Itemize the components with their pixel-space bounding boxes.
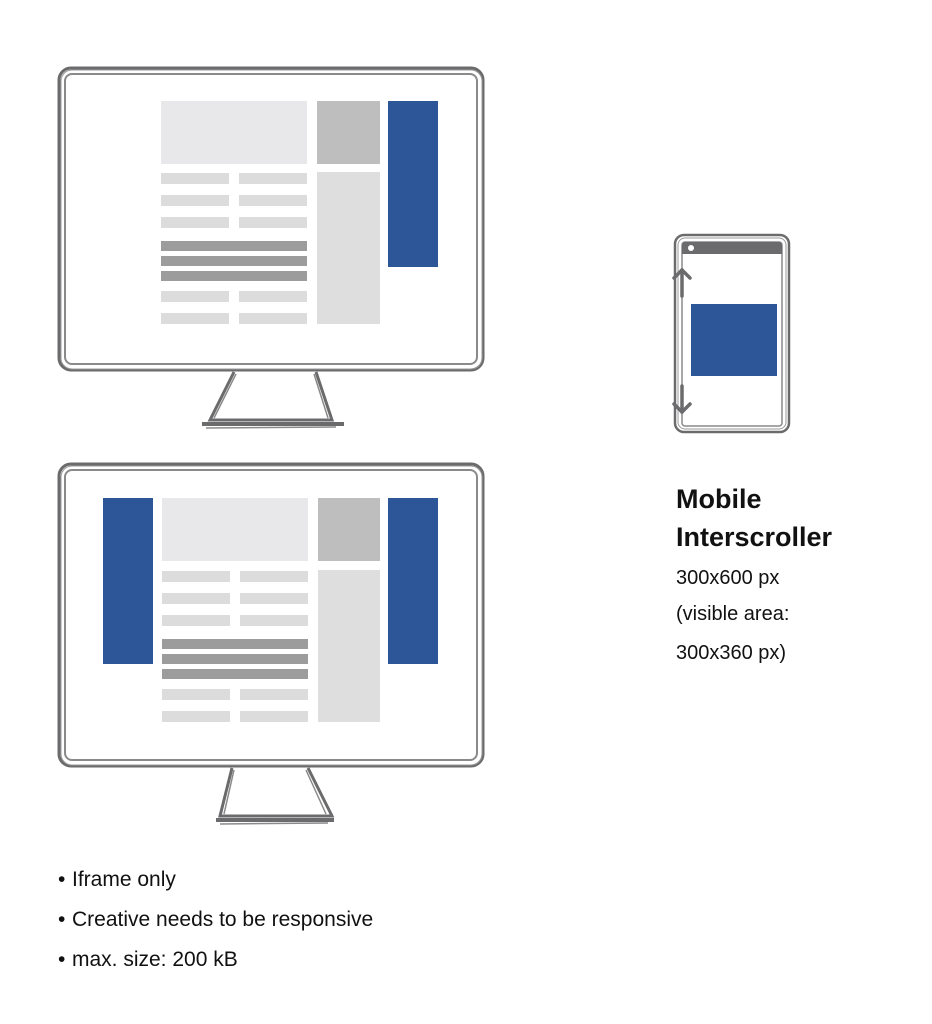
- headline-bar: [161, 271, 307, 281]
- monitor-frame-2: [57, 462, 485, 825]
- text-line: [161, 195, 229, 206]
- text-line: [162, 615, 230, 626]
- sidebar-column: [318, 570, 380, 722]
- headline-bar: [162, 654, 308, 664]
- desktop-monitor-2: [56, 460, 486, 832]
- right-skyscraper-ad: [388, 498, 438, 664]
- requirements-list: • Iframe only • Creative needs to be respo…: [58, 860, 558, 980]
- right-skyscraper-ad: [388, 101, 438, 267]
- text-line: [161, 291, 229, 302]
- headline-bar: [162, 639, 308, 649]
- text-line: [162, 689, 230, 700]
- text-line: [161, 313, 229, 324]
- interscroller-ad: [691, 304, 777, 376]
- format-title: Mobile Interscroller: [676, 480, 916, 556]
- sidebar-box: [318, 498, 380, 561]
- text-line: [239, 313, 307, 324]
- monitor-screen-1: [70, 78, 466, 360]
- phone-status-bar: [682, 242, 782, 254]
- monitor-screen-2: [70, 474, 466, 756]
- left-skyscraper-ad: [103, 498, 153, 664]
- requirement-text: Creative needs to be responsive: [72, 908, 374, 931]
- format-visible-area-line-1: (visible area:: [676, 603, 790, 625]
- format-visible-area-line-2: 300x360 px): [676, 642, 787, 664]
- requirement-text: max. size: 200 kB: [72, 948, 238, 971]
- format-title-line-1: Mobile: [676, 484, 762, 514]
- text-line: [240, 711, 308, 722]
- text-line: [239, 217, 307, 228]
- text-line: [161, 173, 229, 184]
- bullet-glyph: •: [58, 868, 66, 891]
- text-line: [161, 217, 229, 228]
- arrow-up-icon: [672, 268, 692, 298]
- requirement-item: • Iframe only: [58, 860, 558, 900]
- bullet-glyph: •: [58, 908, 66, 931]
- headline-bar: [161, 241, 307, 251]
- headline-bar: [161, 256, 307, 266]
- sidebar-column: [317, 172, 380, 324]
- requirement-item: • max. size: 200 kB: [58, 940, 558, 980]
- text-line: [162, 593, 230, 604]
- content-hero-block: [162, 498, 308, 561]
- requirement-text: Iframe only: [72, 868, 176, 891]
- camera-dot: [688, 245, 694, 251]
- text-line: [240, 689, 308, 700]
- text-line: [239, 291, 307, 302]
- text-line: [239, 195, 307, 206]
- text-line: [240, 593, 308, 604]
- text-line: [240, 615, 308, 626]
- text-line: [162, 711, 230, 722]
- format-size: 300x600 px: [676, 567, 780, 589]
- text-line: [162, 571, 230, 582]
- content-hero-block: [161, 101, 307, 164]
- sidebar-box: [317, 101, 380, 164]
- text-line: [240, 571, 308, 582]
- format-title-line-2: Interscroller: [676, 522, 833, 552]
- headline-bar: [162, 669, 308, 679]
- bullet-glyph: •: [58, 948, 66, 971]
- arrow-down-icon: [672, 384, 692, 414]
- monitor-frame-1: [57, 66, 485, 429]
- text-line: [239, 173, 307, 184]
- mobile-phone: [672, 232, 792, 436]
- desktop-monitor-1: [56, 64, 486, 436]
- requirement-item: • Creative needs to be responsive: [58, 900, 558, 940]
